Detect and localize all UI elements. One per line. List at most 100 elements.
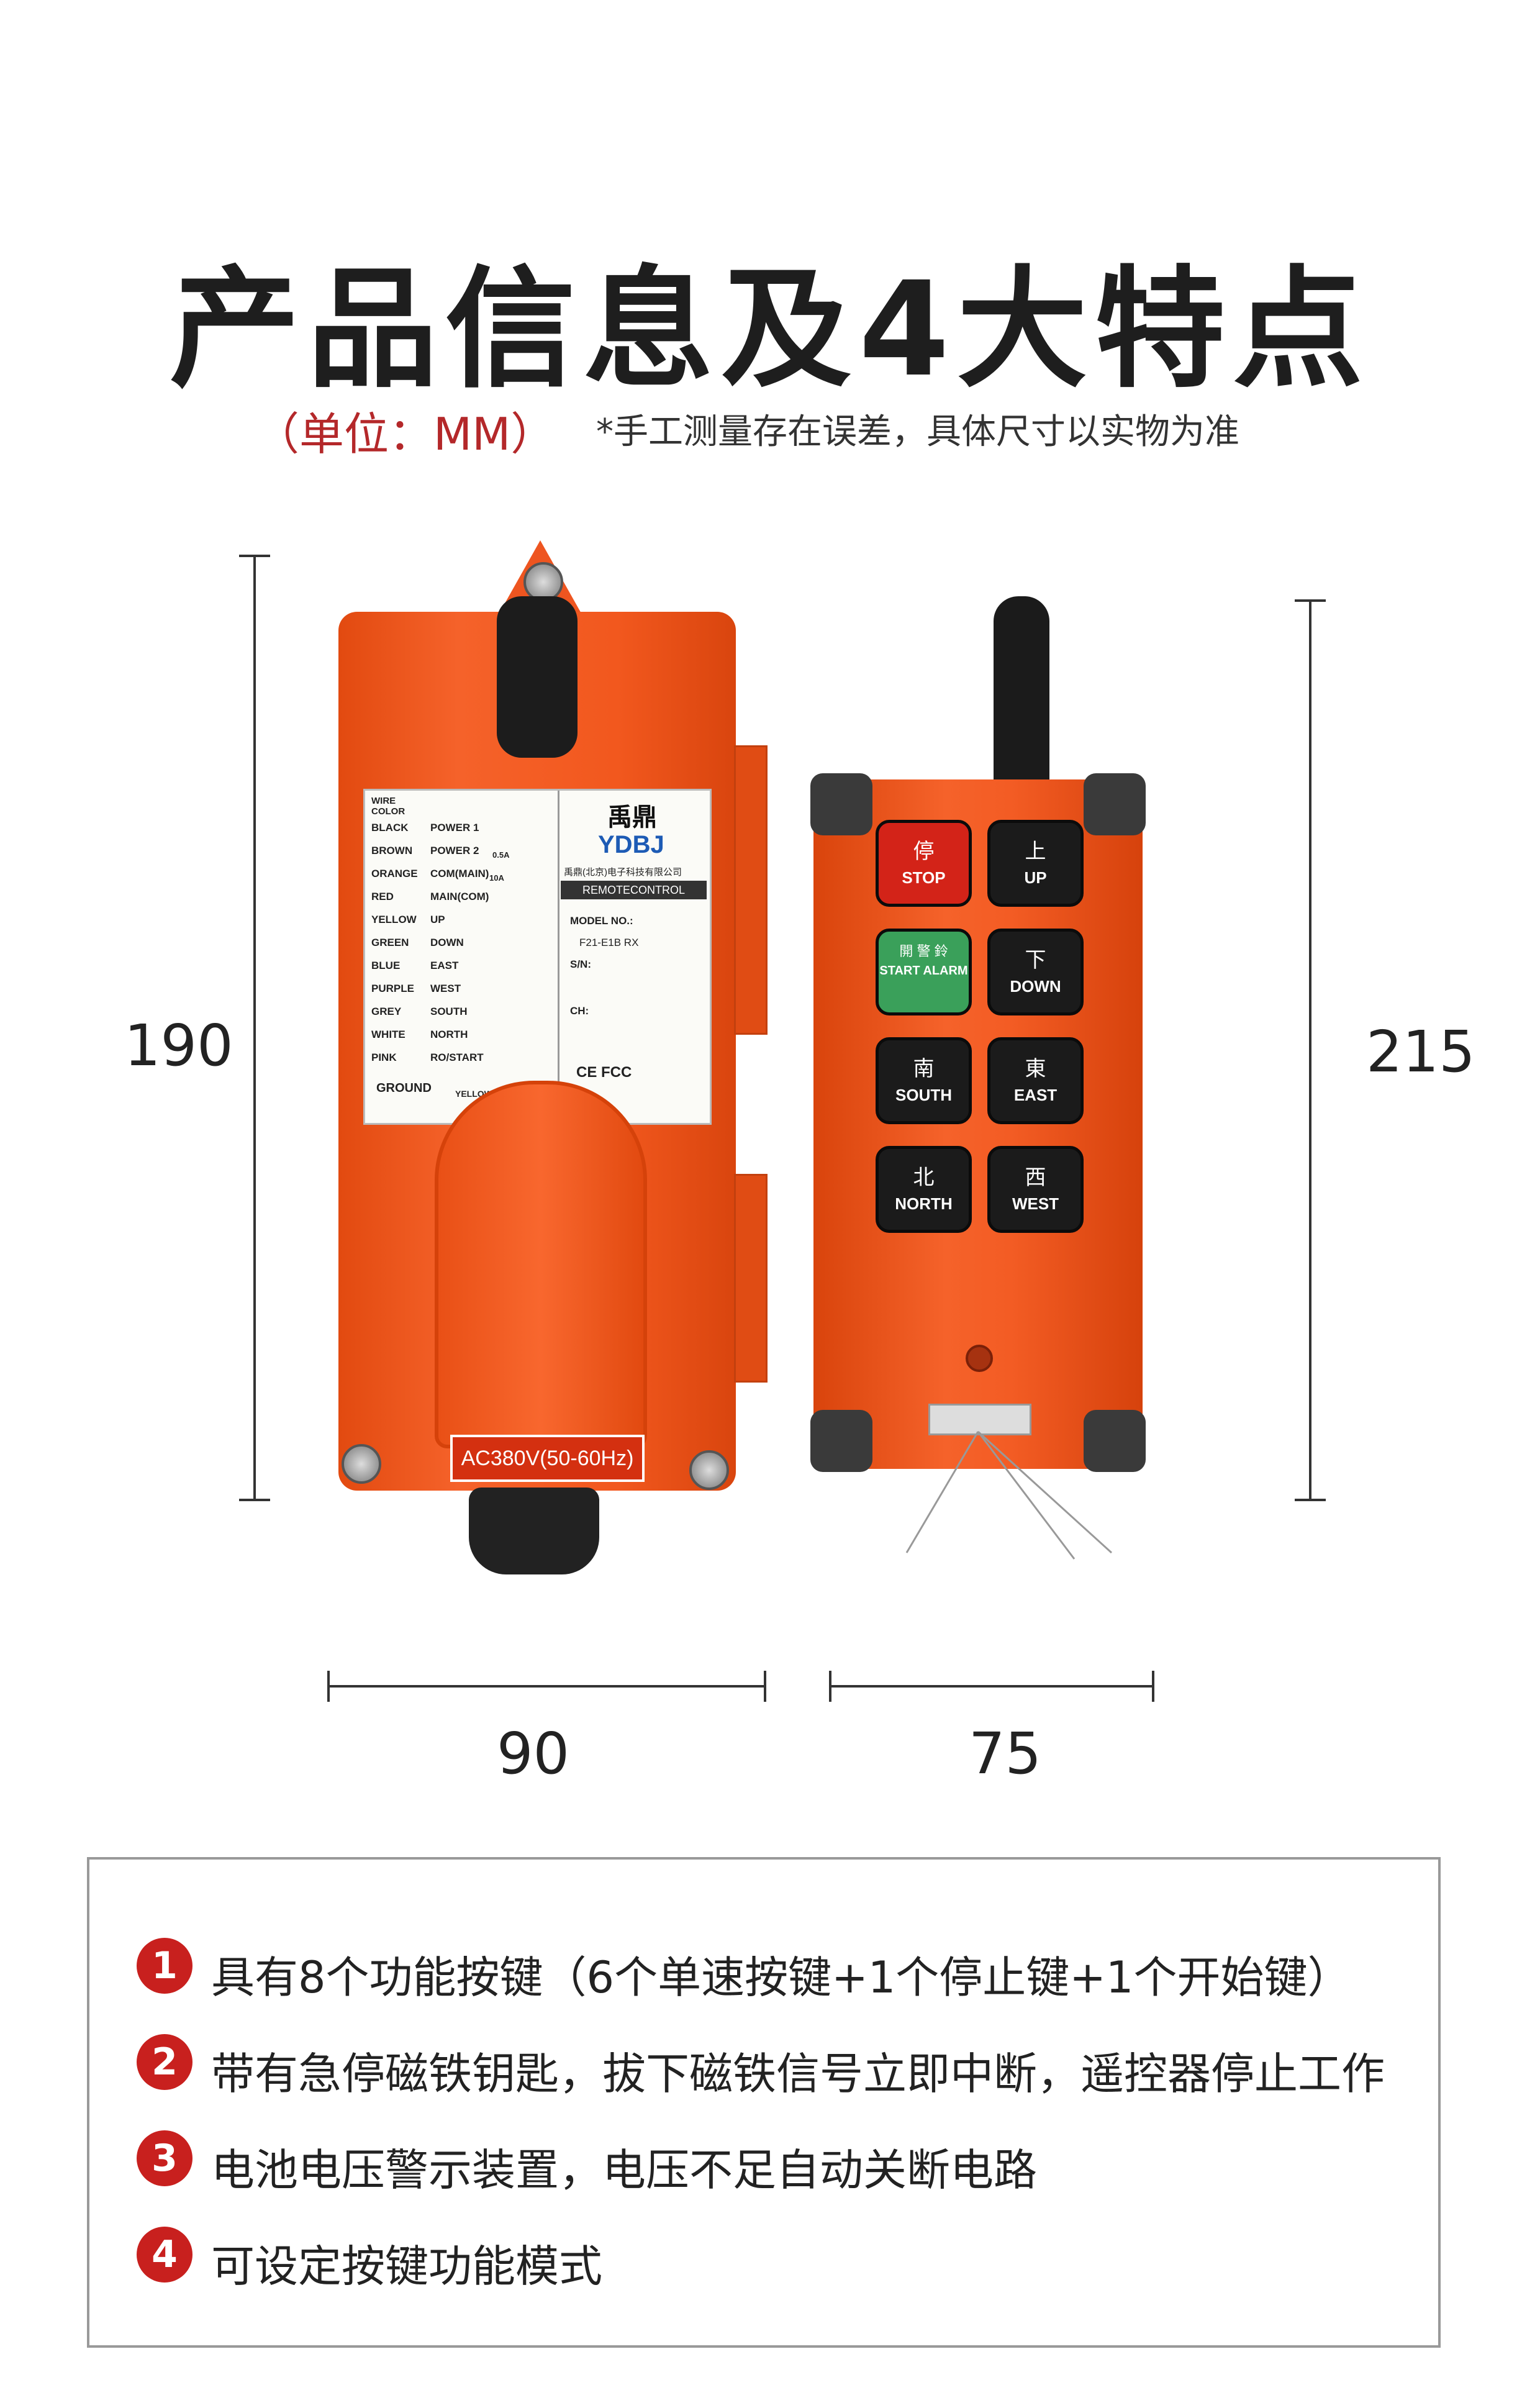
cable-gland bbox=[469, 1488, 599, 1574]
feature-number: 4 bbox=[137, 2227, 192, 2283]
ch-label: CH: bbox=[570, 1005, 589, 1017]
key-label-cn: 南 bbox=[913, 1057, 935, 1081]
sn-label: S/N: bbox=[570, 958, 591, 970]
key-wire bbox=[905, 1430, 1113, 1560]
key-south[interactable]: 南 SOUTH bbox=[876, 1037, 972, 1124]
product-banner: REMOTECONTROL bbox=[561, 881, 707, 899]
key-label-cn: 東 bbox=[1025, 1057, 1046, 1081]
cert-marks: CE FCC bbox=[576, 1064, 632, 1081]
key-label-en: EAST bbox=[1013, 1086, 1058, 1104]
receiver-terminal-cover bbox=[435, 1081, 647, 1448]
transmitter-antenna bbox=[994, 596, 1049, 789]
model-value: F21-E1B RX bbox=[579, 937, 639, 948]
screw-icon bbox=[342, 1444, 381, 1484]
page-title: 产品信息及4大特点 bbox=[169, 253, 1371, 406]
feature-text: 带有急停磁铁钥匙，拔下磁铁信号立即中断，遥控器停止工作 bbox=[211, 2048, 1385, 2099]
receiver-side-rail bbox=[734, 745, 768, 1035]
rubber-corner bbox=[810, 773, 872, 835]
rubber-corner bbox=[1084, 1410, 1146, 1472]
receiver-wiring-label: WIRE COLOR BLACK BROWN ORANGE RED YELLOW GREE… bbox=[363, 789, 712, 1125]
key-up[interactable]: 上 UP bbox=[987, 820, 1084, 907]
wire-function-item: EAST bbox=[430, 960, 459, 971]
feature-number: 2 bbox=[137, 2034, 192, 2090]
key-down[interactable]: 下 DOWN bbox=[987, 929, 1084, 1015]
wire-color-item: BROWN bbox=[371, 845, 413, 856]
screw-icon bbox=[689, 1450, 729, 1490]
dim-line-transmitter-height bbox=[1309, 599, 1311, 1500]
receiver-side-rail bbox=[734, 1174, 768, 1383]
rating-label: 0.5A bbox=[492, 850, 510, 860]
wire-function-item: UP bbox=[430, 914, 445, 925]
receiver-height-label: 190 bbox=[124, 1012, 233, 1079]
transmitter-width-label: 75 bbox=[969, 1720, 1042, 1787]
voltage-label: AC380V(50-60Hz) bbox=[450, 1435, 645, 1482]
wire-function-item: MAIN(COM) bbox=[430, 891, 489, 902]
dim-line-transmitter-width bbox=[829, 1685, 1153, 1688]
transmitter-keypad: 停 STOP 上 UP 開 警 鈴 START ALARM 下 DOWN 南 SOUTH 東 EAST… bbox=[876, 820, 1087, 1248]
wire-color-header: WIRE COLOR bbox=[371, 796, 405, 817]
dim-cap bbox=[1152, 1671, 1154, 1702]
wire-color-item: PURPLE bbox=[371, 983, 414, 994]
wire-color-item: GREEN bbox=[371, 937, 409, 948]
dim-cap bbox=[239, 1499, 270, 1501]
key-label-en: DOWN bbox=[1010, 977, 1061, 996]
rubber-corner bbox=[810, 1410, 872, 1472]
rubber-corner bbox=[1084, 773, 1146, 835]
key-label-en: SOUTH bbox=[895, 1086, 952, 1104]
receiver-antenna bbox=[497, 596, 578, 758]
wire-color-item: BLACK bbox=[371, 822, 409, 834]
dim-line-receiver-width bbox=[327, 1685, 765, 1688]
company-name: 禹鼎(北京)电子科技有限公司 bbox=[564, 867, 682, 878]
key-label-cn: 上 bbox=[1025, 840, 1046, 863]
wire-color-item: WHITE bbox=[371, 1029, 405, 1040]
brand-logo: YDBJ bbox=[598, 831, 664, 858]
key-label-en: STOP bbox=[902, 868, 946, 887]
wire-function-item: WEST bbox=[430, 983, 461, 994]
label-divider bbox=[558, 791, 559, 1123]
brand-cn: 禹鼎 bbox=[607, 803, 657, 832]
key-label-en: NORTH bbox=[895, 1194, 953, 1213]
wire-function-item: POWER 1 bbox=[430, 822, 479, 834]
wire-function-item: SOUTH bbox=[430, 1006, 468, 1017]
key-label-cn: 停 bbox=[913, 840, 935, 863]
feature-text: 具有8个功能按键（6个单速按键+1个停止键+1个开始键） bbox=[211, 1952, 1351, 2003]
unit-note: （单位：MM） bbox=[255, 408, 556, 460]
wire-function-item: COM(MAIN) bbox=[430, 868, 489, 879]
feature-number: 1 bbox=[137, 1938, 192, 1994]
ground-label: GROUND bbox=[376, 1081, 432, 1095]
wire-color-item: PINK bbox=[371, 1052, 397, 1063]
feature-text: 可设定按键功能模式 bbox=[211, 2241, 602, 2292]
key-start-alarm[interactable]: 開 警 鈴 START ALARM bbox=[876, 929, 972, 1015]
key-label-cn: 下 bbox=[1025, 948, 1046, 972]
wire-function-item: DOWN bbox=[430, 937, 464, 948]
feature-text: 电池电压警示装置，电压不足自动关断电路 bbox=[211, 2145, 1037, 2196]
features-box bbox=[87, 1857, 1441, 2348]
rating-label: 10A bbox=[489, 873, 504, 883]
wire-color-item: GREY bbox=[371, 1006, 402, 1017]
key-label-cn: 西 bbox=[1025, 1166, 1046, 1189]
receiver-width-label: 90 bbox=[497, 1720, 570, 1787]
dim-line-receiver-height bbox=[253, 555, 256, 1500]
wire-function-item: RO/START bbox=[430, 1052, 484, 1063]
key-label-cn: 北 bbox=[913, 1166, 935, 1189]
screw-icon bbox=[523, 562, 563, 602]
key-stop[interactable]: 停 STOP bbox=[876, 820, 972, 907]
wire-color-item: BLUE bbox=[371, 960, 401, 971]
wire-color-item: ORANGE bbox=[371, 868, 418, 879]
dim-cap bbox=[764, 1671, 766, 1702]
transmitter-height-label: 215 bbox=[1366, 1019, 1475, 1085]
wire-function-item: POWER 2 bbox=[430, 845, 479, 856]
wire-color-item: RED bbox=[371, 891, 394, 902]
dim-cap bbox=[1295, 1499, 1326, 1501]
key-label-cn: 開 警 鈴 bbox=[899, 943, 948, 959]
wire-color-item: YELLOW bbox=[371, 914, 417, 925]
key-label-en: WEST bbox=[1012, 1194, 1059, 1213]
model-label: MODEL NO.: bbox=[570, 915, 633, 927]
key-label-en: UP bbox=[1024, 868, 1047, 887]
key-east[interactable]: 東 EAST bbox=[987, 1037, 1084, 1124]
measure-note: *手工测量存在误差，具体尺寸以实物为准 bbox=[596, 412, 1239, 452]
key-north[interactable]: 北 NORTH bbox=[876, 1146, 972, 1233]
feature-number: 3 bbox=[137, 2130, 192, 2186]
key-label-en: START ALARM bbox=[879, 964, 968, 978]
key-west[interactable]: 西 WEST bbox=[987, 1146, 1084, 1233]
